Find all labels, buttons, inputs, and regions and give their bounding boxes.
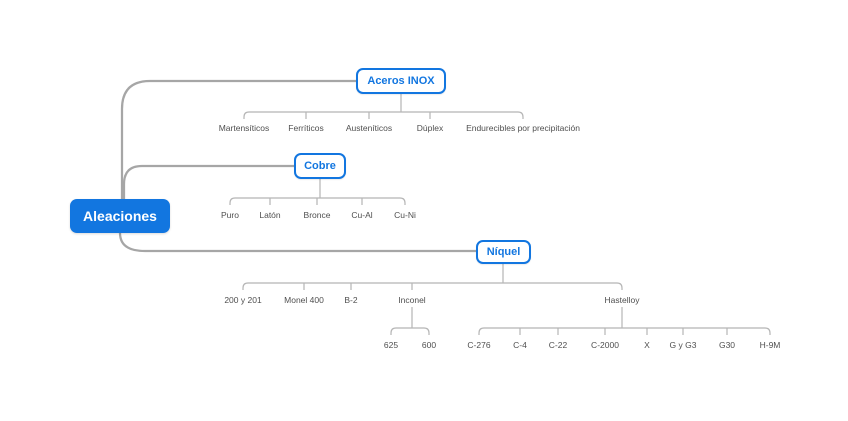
leaf-c-22[interactable]: C-22 <box>548 340 568 350</box>
leaf-200-y-201[interactable]: 200 y 201 <box>224 295 262 305</box>
leaf-c-4[interactable]: C-4 <box>513 340 527 350</box>
leaf-h-9m[interactable]: H-9M <box>759 340 781 350</box>
leaf-625[interactable]: 625 <box>383 340 399 350</box>
bus-niquel <box>242 282 623 290</box>
leaf-b-2[interactable]: B-2 <box>344 295 358 305</box>
edge-root-aceros <box>120 79 359 201</box>
leaf-cu-ni[interactable]: Cu-Ni <box>394 210 416 220</box>
node-root-aleaciones[interactable]: Aleaciones <box>70 199 170 233</box>
leaf-c-2000[interactable]: C-2000 <box>591 340 619 350</box>
leaf-duplex[interactable]: Dúplex <box>416 123 444 133</box>
leaf-martensiticos[interactable]: Martensíticos <box>218 123 270 133</box>
leaf-x[interactable]: X <box>644 340 650 350</box>
node-niquel[interactable]: Níquel <box>476 240 531 264</box>
leaf-austeniticos[interactable]: Austeníticos <box>345 123 393 133</box>
leaf-c-276[interactable]: C-276 <box>467 340 491 350</box>
leaf-monel-400[interactable]: Monel 400 <box>284 295 324 305</box>
leaf-endurecibles[interactable]: Endurecibles por precipitación <box>466 123 580 133</box>
leaf-g-y-g3[interactable]: G y G3 <box>669 340 697 350</box>
bus-hastelloy <box>478 327 771 335</box>
bus-inconel <box>390 327 430 335</box>
leaf-bronce[interactable]: Bronce <box>303 210 331 220</box>
bus-aceros <box>243 111 524 119</box>
node-aceros-inox[interactable]: Aceros INOX <box>356 68 446 94</box>
leaf-600[interactable]: 600 <box>421 340 437 350</box>
edge-root-niquel <box>118 231 478 253</box>
leaf-g30[interactable]: G30 <box>718 340 736 350</box>
leaf-cu-al[interactable]: Cu-Al <box>351 210 373 220</box>
leaf-puro[interactable]: Puro <box>221 210 239 220</box>
leaf-inconel[interactable]: Inconel <box>398 295 426 305</box>
node-cobre[interactable]: Cobre <box>294 153 346 179</box>
leaf-hastelloy[interactable]: Hastelloy <box>604 295 640 305</box>
leaf-laton[interactable]: Latón <box>259 210 281 220</box>
leaf-ferriticos[interactable]: Ferríticos <box>288 123 324 133</box>
edge-root-cobre <box>122 164 296 201</box>
